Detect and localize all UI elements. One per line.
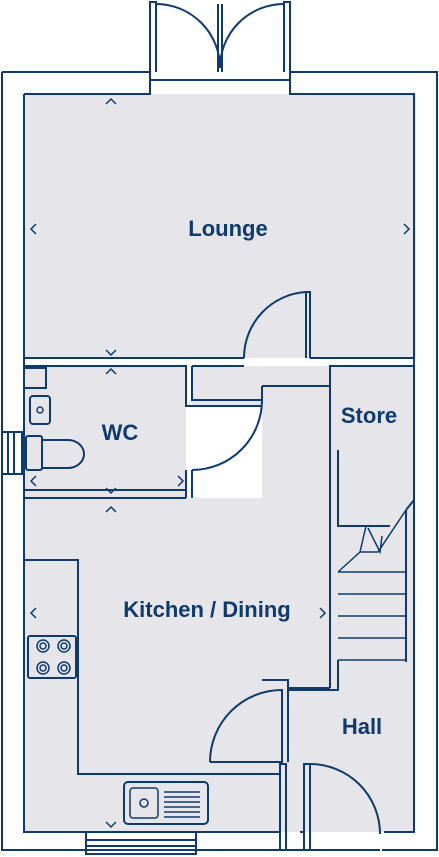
staircase-icon bbox=[337, 499, 415, 662]
room-label-kitchen-dining: Kitchen / Dining bbox=[123, 597, 291, 622]
window-icon bbox=[85, 831, 197, 855]
room-label-hall: Hall bbox=[341, 714, 383, 739]
basin-icon bbox=[24, 367, 51, 425]
sink-icon bbox=[123, 781, 209, 825]
door-swing-icon bbox=[242, 291, 311, 359]
hob-icon bbox=[36, 639, 71, 675]
room-label-wc: WC bbox=[101, 420, 139, 445]
dimension-arrow-icon bbox=[29, 97, 411, 829]
french-doors-icon bbox=[149, 1, 291, 72]
toilet-icon bbox=[25, 435, 85, 471]
door-swing-icon bbox=[191, 385, 331, 471]
door-swing-icon bbox=[209, 688, 289, 763]
room-label-store: Store bbox=[340, 403, 398, 428]
window-icon bbox=[2, 431, 23, 475]
room-label-lounge: Lounge bbox=[188, 216, 268, 241]
kitchen-worktop bbox=[24, 559, 280, 775]
door-swing-icon bbox=[279, 763, 381, 851]
